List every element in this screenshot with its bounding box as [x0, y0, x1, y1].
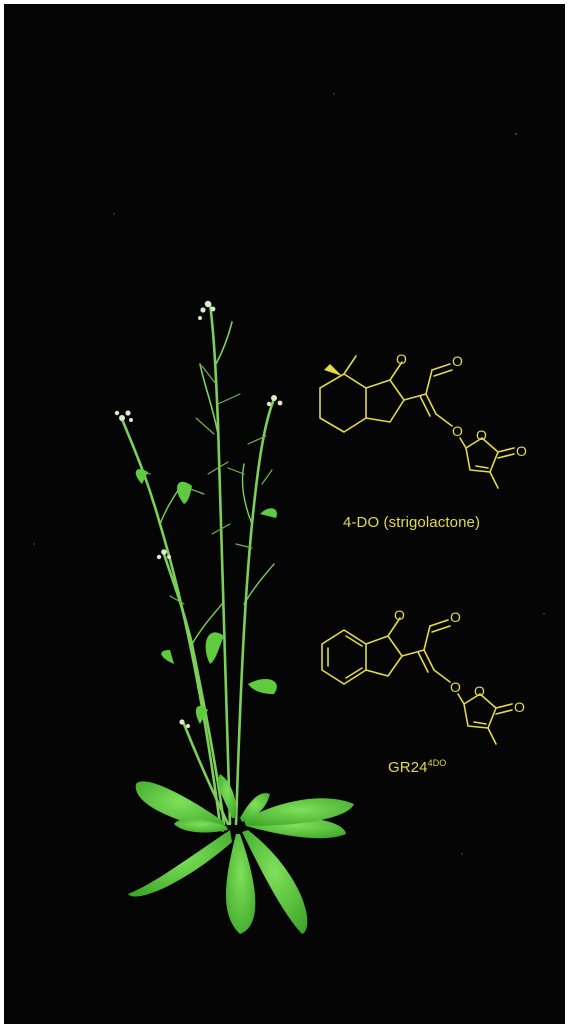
- plant-stems: [120, 302, 276, 826]
- cauline-leaves: [135, 469, 277, 724]
- arabidopsis-plant: [114, 300, 354, 934]
- strigolactone-label: 4-DO (strigolactone): [343, 514, 481, 531]
- atom-o: O: [452, 423, 463, 439]
- flower-clusters: [114, 300, 283, 728]
- atom-o: O: [474, 683, 485, 699]
- atom-o: O: [450, 679, 461, 695]
- gr24-label-main: GR24: [388, 759, 428, 776]
- gr24-structure: [321, 617, 513, 745]
- atom-o: O: [516, 443, 527, 459]
- atom-o: O: [452, 353, 463, 369]
- rosette-leaves: [128, 774, 354, 934]
- gr24-atom-labels: O O O O O: [394, 607, 525, 715]
- background-specks: [33, 93, 545, 855]
- gr24-label: GR244DO: [388, 758, 446, 776]
- atom-o: O: [396, 351, 407, 367]
- atom-o: O: [394, 607, 405, 623]
- gr24-label-superscript: 4DO: [427, 758, 447, 768]
- strigolactone-structure: [319, 355, 515, 489]
- strigolactone-atom-labels: O O O O O: [396, 351, 527, 459]
- figure-scene: O O O O O: [33, 93, 545, 934]
- figure-panel: O O O O O: [4, 4, 565, 1024]
- atom-o: O: [476, 427, 487, 443]
- atom-o: O: [514, 699, 525, 715]
- plant-siliques: [137, 365, 273, 605]
- atom-o: O: [450, 609, 461, 625]
